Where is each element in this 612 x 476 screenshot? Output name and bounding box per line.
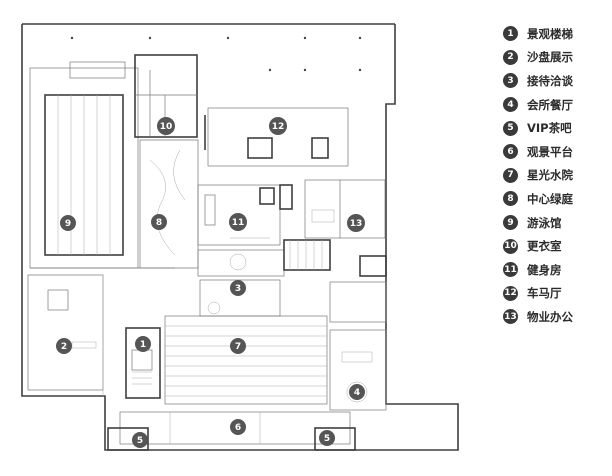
- svg-text:1: 1: [140, 340, 146, 350]
- svg-text:2: 2: [61, 342, 67, 352]
- legend-number: 12: [503, 285, 518, 301]
- restaurant-area: [329, 255, 387, 411]
- plan-marker-13: 13: [347, 214, 365, 232]
- pool-hall: [29, 67, 175, 269]
- legend-label: VIP茶吧: [527, 121, 572, 136]
- svg-text:8: 8: [156, 218, 162, 228]
- legend-item: 9 游泳馆: [503, 211, 607, 235]
- vip-tea-bars: [107, 427, 356, 451]
- legend-number: 7: [503, 167, 518, 183]
- floor-plan: 1 2 3 4 5 5 6 7 8 9 10 11 12 13: [21, 23, 459, 451]
- plan-marker-5a: 5: [132, 432, 148, 448]
- sand-table-area: [27, 274, 104, 396]
- legend: 1 景观楼梯 2 沙盘展示 3 接待洽谈 4 会所餐厅 5 VIP茶吧 6 观景平台 7 星光…: [503, 22, 607, 329]
- svg-text:5: 5: [137, 436, 143, 446]
- property-office: [304, 179, 386, 239]
- legend-number: 3: [503, 73, 518, 89]
- legend-item: 6 观景平台: [503, 140, 607, 164]
- svg-text:12: 12: [272, 122, 285, 132]
- svg-text:11: 11: [232, 218, 245, 228]
- svg-text:9: 9: [65, 219, 71, 229]
- legend-number: 5: [503, 120, 518, 136]
- plan-marker-6: 6: [230, 419, 246, 435]
- plan-marker-3: 3: [230, 280, 246, 296]
- legend-item: 1 景观楼梯: [503, 22, 607, 46]
- legend-number: 9: [503, 215, 518, 231]
- legend-item: 5 VIP茶吧: [503, 116, 607, 140]
- plan-marker-8: 8: [151, 214, 167, 230]
- svg-text:13: 13: [350, 219, 363, 229]
- legend-item: 10 更衣室: [503, 234, 607, 258]
- legend-item: 4 会所餐厅: [503, 93, 607, 117]
- svg-text:6: 6: [235, 423, 241, 433]
- plan-marker-4: 4: [349, 384, 365, 400]
- plan-marker-11: 11: [229, 213, 247, 231]
- locker-rooms: [69, 54, 198, 138]
- plan-marker-12: 12: [269, 117, 287, 135]
- legend-item: 7 星光水院: [503, 164, 607, 188]
- legend-item: 11 健身房: [503, 258, 607, 282]
- svg-text:5: 5: [324, 434, 330, 444]
- legend-label: 接待洽谈: [527, 73, 573, 88]
- stair-core: [283, 239, 331, 271]
- legend-label: 会所餐厅: [527, 97, 573, 112]
- legend-item: 12 车马厅: [503, 282, 607, 306]
- legend-number: 13: [503, 309, 518, 325]
- svg-text:10: 10: [160, 122, 173, 132]
- legend-label: 物业办公: [527, 309, 573, 324]
- legend-label: 星光水院: [527, 168, 573, 183]
- legend-label: 更衣室: [527, 239, 562, 254]
- legend-number: 6: [503, 144, 518, 160]
- legend-item: 2 沙盘展示: [503, 46, 607, 70]
- plan-marker-5b: 5: [319, 430, 335, 446]
- legend-label: 车马厅: [527, 286, 562, 301]
- legend-number: 8: [503, 191, 518, 207]
- water-court: [164, 315, 328, 405]
- plan-marker-2: 2: [56, 338, 72, 354]
- gym-room: [197, 184, 293, 246]
- legend-number: 10: [503, 238, 518, 254]
- plan-marker-10: 10: [157, 117, 175, 135]
- legend-number: 2: [503, 49, 518, 65]
- plan-marker-9: 9: [60, 215, 76, 231]
- svg-text:7: 7: [235, 342, 241, 352]
- svg-text:3: 3: [235, 284, 241, 294]
- carriage-hall: [204, 107, 349, 167]
- plan-marker-7: 7: [230, 338, 246, 354]
- plan-marker-1: 1: [135, 336, 151, 352]
- green-courtyard: [139, 139, 199, 269]
- column-grid: [70, 36, 362, 72]
- legend-label: 游泳馆: [527, 215, 562, 230]
- legend-label: 健身房: [527, 262, 562, 277]
- legend-label: 中心绿庭: [527, 191, 573, 206]
- legend-number: 4: [503, 97, 518, 113]
- legend-label: 观景平台: [527, 144, 573, 159]
- legend-item: 13 物业办公: [503, 305, 607, 329]
- legend-number: 1: [503, 26, 518, 42]
- legend-label: 沙盘展示: [527, 50, 573, 65]
- legend-item: 3 接待洽谈: [503, 69, 607, 93]
- legend-item: 8 中心绿庭: [503, 187, 607, 211]
- svg-text:4: 4: [354, 388, 360, 398]
- outer-walls: [21, 23, 459, 451]
- legend-label: 景观楼梯: [527, 26, 573, 41]
- legend-number: 11: [503, 262, 518, 278]
